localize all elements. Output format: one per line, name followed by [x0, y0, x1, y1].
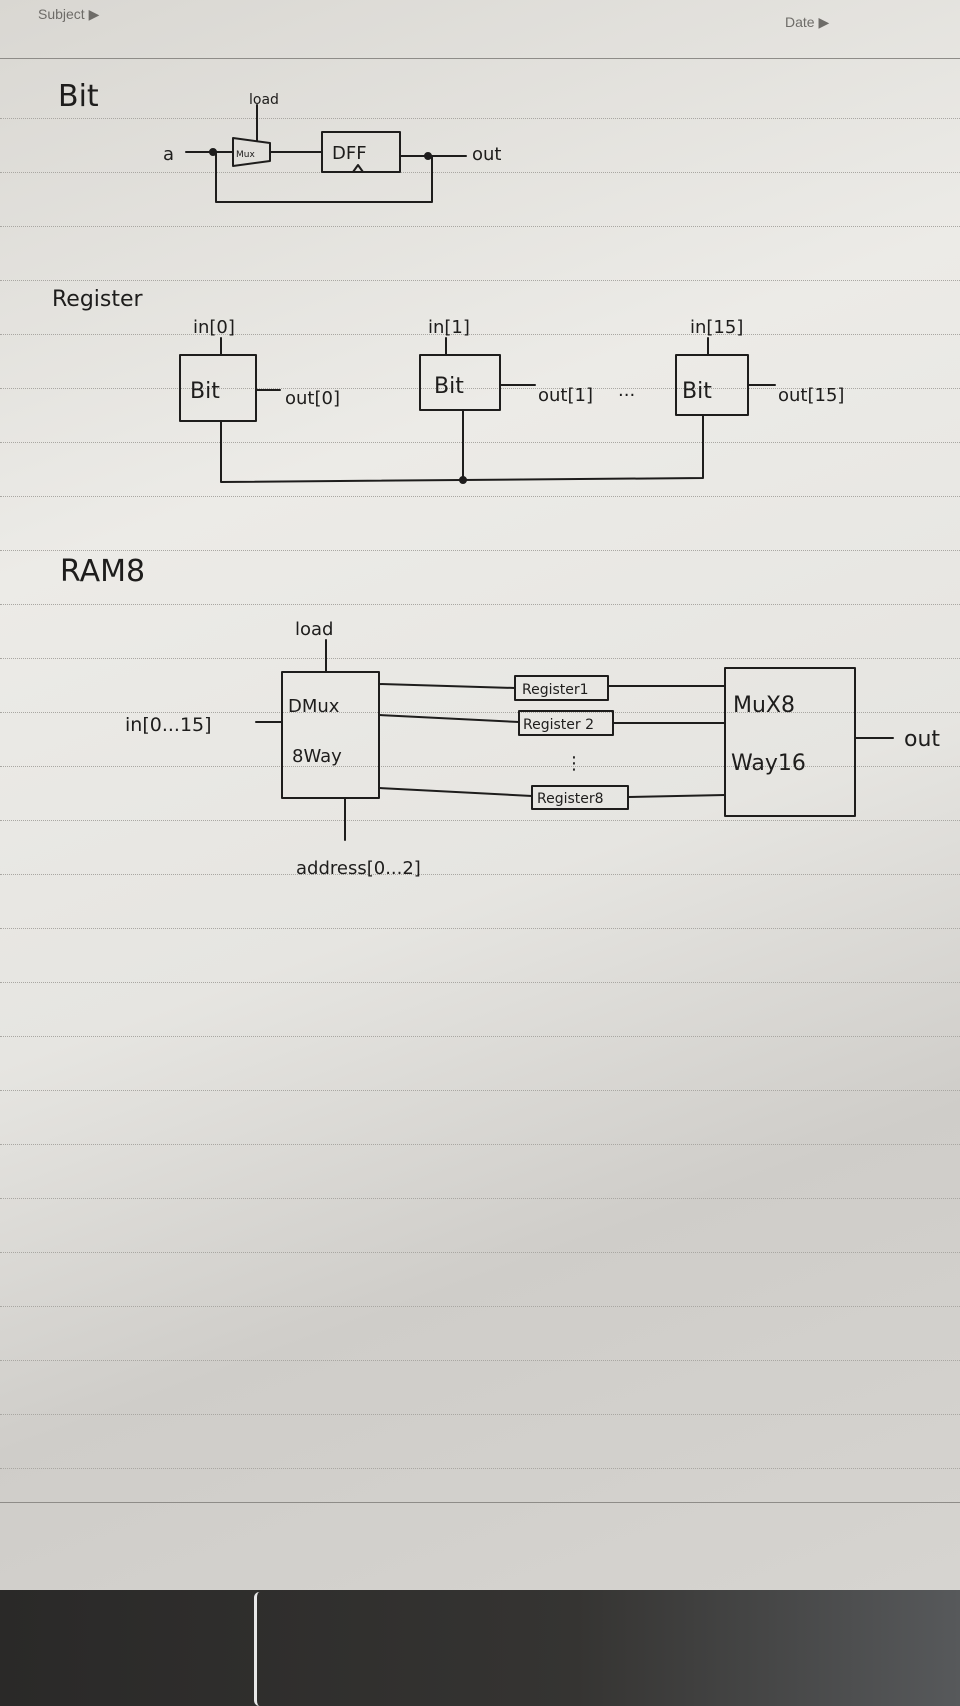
ram-register8-label: Register8 [537, 791, 604, 807]
ram-register2-label: Register 2 [523, 717, 594, 733]
reg-ellipsis: ··· [618, 385, 635, 406]
rule-line [0, 658, 960, 659]
heavy-rule [0, 58, 960, 59]
ram-mux-label-1: MuX8 [733, 693, 795, 718]
bit-feedback-loop [215, 151, 433, 203]
reg-in1-label: in[1] [428, 317, 470, 338]
rule-line [0, 226, 960, 227]
rule-line [0, 550, 960, 551]
date-label: Date ▶ [785, 14, 830, 30]
ram-vdots: ⋮ [565, 753, 583, 774]
heavy-rule [0, 1502, 960, 1503]
reg-out1-label: out[1] [538, 385, 593, 406]
reg-bit0-label: Bit [190, 379, 220, 404]
reg-bit1-box [419, 354, 501, 411]
rule-line [0, 1360, 960, 1361]
rule-line [0, 820, 960, 821]
circuit-sketches: Bit Register RAM8 a load Mux DFF out in[… [52, 79, 940, 879]
ram-dmux-label-1: DMux [288, 696, 340, 717]
notebook-page: Subject ▶ Date ▶ [0, 0, 960, 1590]
rule-line [0, 1252, 960, 1253]
rule-line [0, 496, 960, 497]
ram-dmux-box [281, 671, 380, 799]
reg-in15-label: in[15] [690, 317, 743, 338]
ram-mux-label-2: Way16 [731, 751, 806, 776]
desk-surface [0, 1590, 960, 1706]
ram-address-label: address[0...2] [296, 858, 421, 879]
rule-line [0, 1144, 960, 1145]
reg-bit1-label: Bit [434, 374, 464, 399]
ram-wire-reg8-in [378, 787, 533, 797]
rule-line [0, 1306, 960, 1307]
rule-line [0, 442, 960, 443]
rule-line [0, 388, 960, 389]
reg-load-junction [459, 476, 467, 484]
ram-input-label: in[0...15] [125, 714, 212, 736]
rule-line [0, 1036, 960, 1037]
ram-wire-reg2-in [378, 714, 520, 723]
reg-in0-label: in[0] [193, 317, 235, 338]
rule-line [0, 712, 960, 713]
ram-wire-reg8-out [627, 794, 726, 798]
rule-line [0, 1468, 960, 1469]
rule-line [0, 604, 960, 605]
bit-dff-label: DFF [332, 143, 367, 164]
bit-mux-label: Mux [236, 150, 255, 160]
reg-out0-label: out[0] [285, 388, 340, 409]
reg-bit0-box [179, 354, 257, 422]
rule-line [0, 334, 960, 335]
ram-output-label: out [904, 727, 940, 752]
ram-load-label: load [295, 619, 333, 640]
ram-register1-label: Register1 [522, 682, 589, 698]
rule-line [0, 766, 960, 767]
ram-register1-box [514, 675, 609, 701]
ram-dmux-label-2: 8Way [292, 746, 342, 767]
rule-line [0, 1090, 960, 1091]
rule-line [0, 280, 960, 281]
ram-wire-reg1-in [378, 683, 516, 689]
reg-bit15-label: Bit [682, 379, 712, 404]
rule-line [0, 1198, 960, 1199]
subject-label: Subject ▶ [38, 6, 100, 22]
bit-output-junction [424, 152, 432, 160]
rule-line [0, 1414, 960, 1415]
reg-out15-label: out[15] [778, 385, 844, 406]
section-title-ram8: RAM8 [60, 554, 145, 589]
section-title-bit: Bit [58, 79, 99, 114]
rule-line [0, 118, 960, 119]
cable [254, 1592, 265, 1706]
bit-input-label: a [163, 144, 174, 165]
bit-output-label: out [472, 144, 501, 165]
bit-clock-mark [352, 164, 364, 173]
bit-load-label: load [249, 92, 279, 108]
ram-mux-box [724, 667, 856, 817]
section-title-register: Register [52, 287, 144, 312]
rule-line [0, 172, 960, 173]
rule-line [0, 874, 960, 875]
bit-dff-box [321, 131, 401, 173]
rule-line [0, 982, 960, 983]
rule-line [0, 928, 960, 929]
